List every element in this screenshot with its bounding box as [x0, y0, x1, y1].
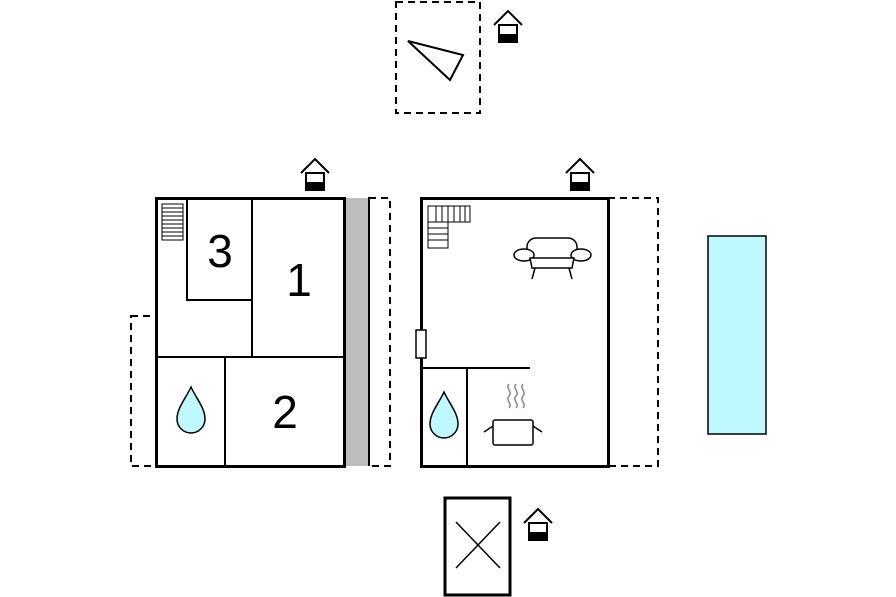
- outdoor-area: [395, 1, 481, 114]
- left-building: 3 1 2: [130, 197, 391, 468]
- terrace-left: [130, 315, 157, 467]
- stairs-icon: [161, 203, 184, 241]
- terrace-right: [344, 198, 369, 466]
- room-label-2: 2: [272, 386, 298, 438]
- house-icon: [565, 157, 595, 191]
- parking-icon: [443, 496, 512, 597]
- right-building: [415, 197, 659, 468]
- stairs-icon: [427, 205, 471, 249]
- house-icon: [493, 9, 523, 43]
- outdoor-area-icon: [407, 40, 465, 82]
- room-label-1: 1: [286, 254, 312, 306]
- room-label-3: 3: [207, 225, 233, 277]
- house-icon: [523, 507, 553, 541]
- terrace-right-building: [607, 197, 659, 467]
- pool-icon: [707, 235, 767, 435]
- house-icon: [300, 157, 330, 191]
- window-icon: [415, 329, 427, 359]
- sofa-icon: [513, 237, 592, 280]
- kitchen-icon: [483, 383, 543, 446]
- bathroom-icon: [429, 390, 459, 439]
- bathroom-icon: [176, 385, 206, 434]
